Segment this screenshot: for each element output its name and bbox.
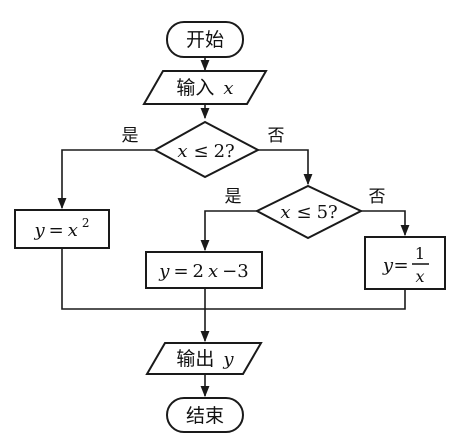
process-node-1: y = x 2: [14, 209, 110, 249]
output-node: 输出 y: [145, 342, 263, 375]
edge-decision1-yes: [57, 149, 155, 210]
svg-text:y: y: [382, 255, 394, 276]
edge-decision2-no: [361, 210, 410, 237]
output-label: 输出 y: [176, 348, 234, 370]
decision2-no-label: 否: [369, 187, 386, 207]
edge-decision1-no: [258, 149, 313, 186]
edge-process1-merge: [61, 248, 205, 310]
svg-text:x: x: [415, 267, 424, 286]
svg-text:=: =: [393, 255, 408, 276]
decision-node-1: x ≤ 2?: [152, 120, 261, 179]
edge-process3-merge: [205, 289, 406, 310]
svg-text:1: 1: [415, 244, 425, 263]
decision2-yes-label: 是: [225, 187, 242, 207]
decision-node-2: x ≤ 5?: [254, 184, 364, 240]
input-node: 输入 x: [142, 70, 268, 105]
process-node-3: y = 1 x: [364, 236, 446, 290]
input-label: 输入 x: [176, 77, 233, 99]
process2-formula: y = 2 x −3: [158, 261, 248, 282]
end-node: 结束: [166, 397, 244, 433]
process3-formula: y = 1 x: [382, 244, 429, 286]
decision1-yes-label: 是: [122, 126, 139, 146]
decision2-condition: x ≤ 5?: [280, 202, 337, 223]
start-label: 开始: [186, 29, 224, 51]
process1-formula: y = x 2: [33, 216, 89, 241]
edge-decision2-yes: [200, 210, 257, 252]
decision1-condition: x ≤ 2?: [177, 141, 234, 162]
start-node: 开始: [166, 21, 244, 58]
flow-edges: [57, 58, 410, 398]
end-label: 结束: [186, 405, 224, 427]
process-node-2: y = 2 x −3: [145, 251, 263, 289]
decision1-no-label: 否: [268, 126, 285, 146]
